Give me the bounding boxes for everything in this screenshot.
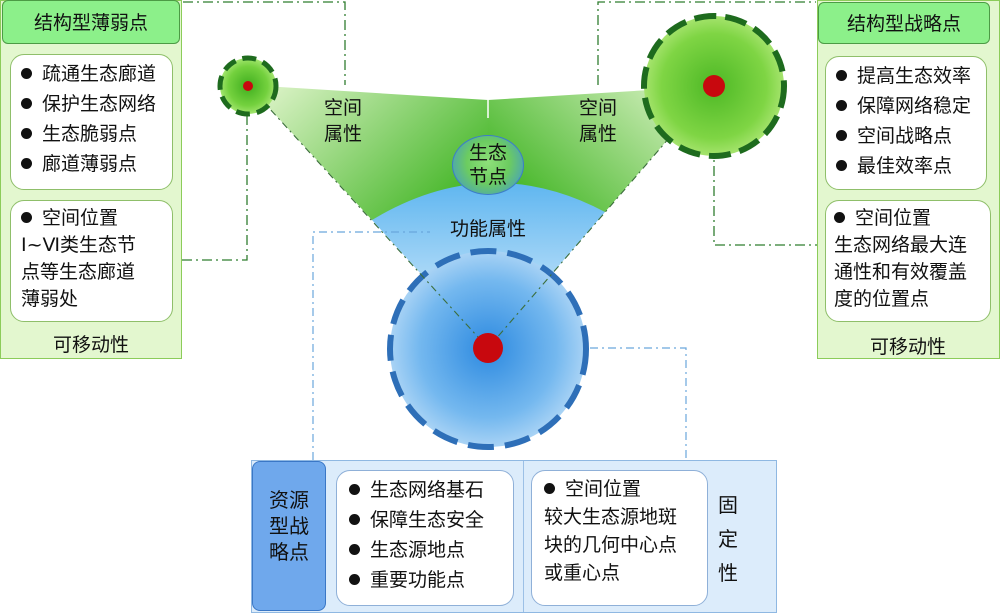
list-item: 最佳效率点 [836,151,986,181]
list-item: 保护生态网络 [21,89,172,119]
list-item: 保障网络稳定 [836,91,986,121]
list-item: 生态网络基石 [349,475,513,505]
resource-point-core [473,333,503,363]
connector-right-top [597,1,816,85]
right-spatial-attribute-label: 空间 属性 [578,97,617,145]
connector-bottom-right [590,347,687,460]
strategic-point-core [703,75,725,97]
list-item: 保障生态安全 [349,505,513,535]
list-item: 提高生态效率 [836,61,986,91]
bottom-panel-title: 资源 型战 略点 [252,461,326,611]
left-position-box: 空间位置 Ⅰ~Ⅵ类生态节 点等生态廊道 薄弱处 [10,200,173,322]
connector-left-top [183,1,346,85]
connector-right-side [713,86,817,246]
list-item: 重要功能点 [349,565,513,595]
function-attribute-label: 功能属性 [449,218,526,240]
list-item: 生态脆弱点 [21,119,172,149]
right-features-box: 提高生态效率 保障网络稳定 空间战略点 最佳效率点 [825,56,987,190]
left-spatial-attribute-label: 空间 属性 [323,97,362,145]
position-heading: 空间位置 [544,475,707,503]
list-item: 生态源地点 [349,535,513,565]
weak-point-core [243,81,253,91]
bottom-divider [523,461,524,612]
bottom-features-box: 生态网络基石 保障生态安全 生态源地点 重要功能点 [336,470,514,606]
connector-bottom-left [312,231,430,460]
right-mobility-caption: 可移动性 [869,336,946,358]
connector-left-side [182,85,248,261]
bottom-position-box: 空间位置 较大生态源地斑 块的几何中心点 或重心点 [531,470,708,606]
left-spatial-wedge [248,85,488,220]
list-item: 疏通生态廊道 [21,59,172,89]
left-panel-title: 结构型薄弱点 [2,0,180,44]
ecological-node: 生态 节点 [452,135,524,195]
right-panel-title: 结构型战略点 [818,2,990,44]
right-position-box: 空间位置 生态网络最大连 通性和有效覆盖 度的位置点 [825,200,991,322]
list-item: 空间战略点 [836,121,986,151]
left-mobility-caption: 可移动性 [52,334,129,356]
position-heading: 空间位置 [21,205,172,232]
fixedness-caption: 固 定 性 [718,493,738,585]
list-item: 廊道薄弱点 [21,149,172,179]
position-heading: 空间位置 [834,205,990,232]
left-features-box: 疏通生态廊道 保护生态网络 生态脆弱点 廊道薄弱点 [10,54,173,190]
